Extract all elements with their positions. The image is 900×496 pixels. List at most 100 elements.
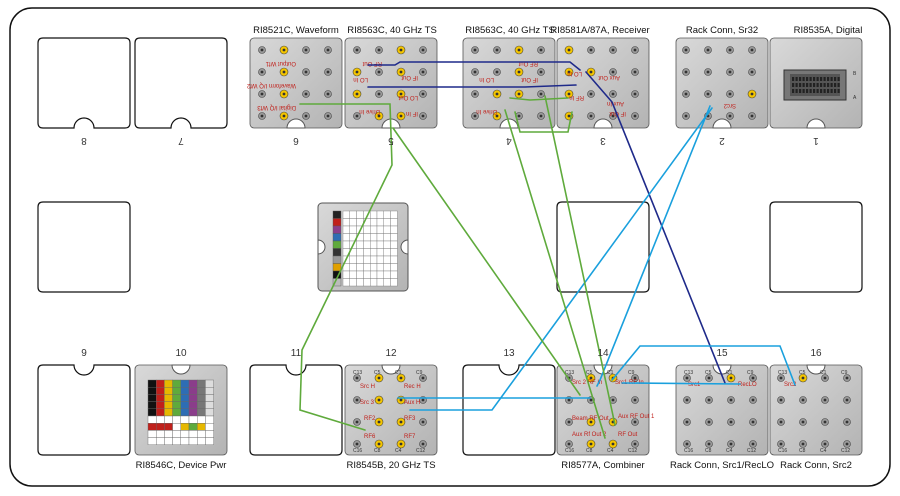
digital-letter-b: B <box>853 71 857 77</box>
port-label-wf1: Output Wf1 <box>265 60 296 66</box>
cable-light-blue-2[interactable] <box>596 105 711 387</box>
slot-number-8: 1 <box>813 135 819 146</box>
slot-number-15: 15 <box>716 348 728 359</box>
plate-slot-12 <box>344 364 438 456</box>
slot-number-3: 6 <box>293 135 299 146</box>
plate-slot-15 <box>675 364 769 456</box>
slot-title: RI8535A, Digital <box>794 25 863 36</box>
rack-frame <box>9 7 891 487</box>
cable-light-blue-4[interactable] <box>611 345 796 386</box>
slot-number-1: 8 <box>81 135 87 146</box>
plate-slot-2 <box>675 37 769 129</box>
connector-id: C12 <box>628 448 637 454</box>
connector-id: C13 <box>778 370 787 376</box>
slot-title: RI8577A, Combiner <box>561 460 644 471</box>
slot-number-9: 9 <box>81 348 87 359</box>
connector-id: C8 <box>799 448 806 454</box>
slot-number-5: 4 <box>506 135 512 146</box>
slot-number-2: 7 <box>178 135 184 146</box>
port-label-reclo: RecLO <box>738 382 757 388</box>
port-label-rec-h: Rec H <box>404 384 421 390</box>
port-label-rf3: RF3 <box>404 416 416 422</box>
cable-light-blue-1[interactable] <box>409 107 713 411</box>
slot-title: RI8546C, Device Pwr <box>136 460 227 471</box>
port-label-aux-rf-out2: Aux Rf Out 2 <box>572 432 607 438</box>
connector-id: C5 <box>799 370 806 376</box>
connector-id: C8 <box>374 448 381 454</box>
slot-title: Rack Conn, Src2 <box>780 460 852 471</box>
cable-dark-blue-1[interactable] <box>367 61 581 71</box>
port-label-rx-lo-in: LO In <box>567 70 582 76</box>
cable-dark-blue-2[interactable] <box>367 84 577 88</box>
connector-id: C12 <box>841 448 850 454</box>
empty-slot-left-mid <box>37 201 131 293</box>
cable-light-blue-5[interactable] <box>621 382 741 385</box>
port-label-src2-rf-in: Src 2 RF In <box>572 380 602 386</box>
port-label-src2-rack: Src2 <box>723 102 736 108</box>
port-label-aux-in: Aux In <box>607 100 624 106</box>
connector-id: C5 <box>586 370 593 376</box>
port-label-aux-out: Aux Out <box>598 74 620 80</box>
connector-id: C16 <box>565 448 574 454</box>
cable-green-5[interactable] <box>392 127 581 396</box>
port-label-drive-in-2: Drive In <box>476 108 497 114</box>
connector-id: C13 <box>684 370 693 376</box>
slot-number-10: 10 <box>175 348 187 359</box>
port-label-rf-out: RF Out <box>362 60 382 66</box>
cable-dark-blue-3[interactable] <box>585 71 726 384</box>
slot-number-11: 11 <box>291 348 302 359</box>
connector-id: C5 <box>705 370 712 376</box>
empty-slot-11 <box>249 364 343 456</box>
slot-number-16: 16 <box>810 348 822 359</box>
port-label-beam-rf-out: Beam RF Out <box>572 416 609 422</box>
port-label-wf3: Digital I/Q Wf3 <box>257 104 296 110</box>
port-label-rf7: RF7 <box>404 434 416 440</box>
empty-slot-9 <box>37 364 131 456</box>
port-label-if-in: IF In <box>406 110 418 116</box>
slot-number-4: 5 <box>388 135 394 146</box>
connector-id: C16 <box>353 448 362 454</box>
cable-green-6[interactable] <box>544 95 616 426</box>
plate-slot-16 <box>769 364 863 456</box>
plate-slot-5 <box>344 37 438 129</box>
digital-connector: B A <box>783 69 857 101</box>
connector-id: C1 <box>607 370 614 376</box>
cable-green-1[interactable] <box>299 103 393 431</box>
port-label-aux-h: Aux H <box>404 400 420 406</box>
connector-id: C9 <box>747 370 754 376</box>
port-label-lo-in-2: LO In <box>479 76 494 82</box>
connector-id: C13 <box>565 370 574 376</box>
plate-slot-14 <box>556 364 650 456</box>
slot-title: RI8521C, Waveform <box>253 25 339 36</box>
cable-green-2[interactable] <box>504 109 606 439</box>
port-label-if-out: IF Out <box>401 74 418 80</box>
port-label-lo-in: LO In <box>353 76 368 82</box>
connector-id: C5 <box>374 370 381 376</box>
connector-id: C1 <box>820 370 827 376</box>
device-power-grid <box>147 379 214 446</box>
cable-green-3[interactable] <box>509 97 569 101</box>
port-label-rx-rf-in: RF In <box>569 94 584 100</box>
cable-green-4[interactable] <box>514 111 573 133</box>
connector-id: C16 <box>684 448 693 454</box>
slot-number-6: 3 <box>600 135 606 146</box>
connector-id: C9 <box>416 370 423 376</box>
empty-slot-7 <box>134 37 228 129</box>
digital-letter-a: A <box>853 95 857 101</box>
port-label-src2: Src2 <box>784 382 797 388</box>
connector-id: C4 <box>607 448 614 454</box>
port-label-drive-in: Drive In <box>359 108 380 114</box>
empty-slot-right-mid-a <box>556 201 650 293</box>
connector-id: C4 <box>820 448 827 454</box>
port-label-if-out-2: IF Out <box>521 76 538 82</box>
slot-title: RI8563C, 40 GHz TS <box>465 25 555 36</box>
slot-title: Rack Conn, Src1/RecLO <box>670 460 774 471</box>
connector-id: C13 <box>353 370 362 376</box>
port-label-src3: Src 3 <box>360 400 375 406</box>
connector-id: C1 <box>726 370 733 376</box>
connector-id: C1 <box>395 370 402 376</box>
slot-title: RI8545B, 20 GHz TS <box>346 460 435 471</box>
center-legend-grid <box>317 202 409 292</box>
